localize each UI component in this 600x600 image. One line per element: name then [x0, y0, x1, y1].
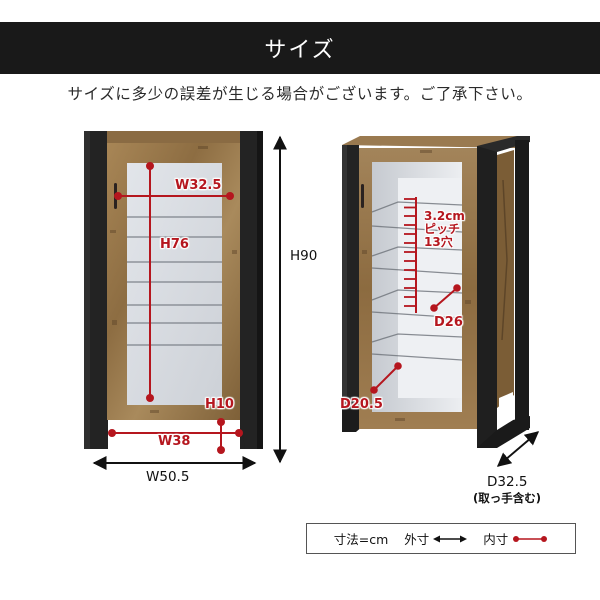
- legend-inner-label: 内寸: [483, 532, 509, 547]
- legend-unit: 寸法=cm: [333, 532, 389, 547]
- outer-arrow-icon: [433, 535, 468, 542]
- outer-depth-label: D32.5: [487, 474, 528, 490]
- legend-outer-label: 外寸: [404, 532, 430, 547]
- front-outer-height-label: H90: [290, 248, 318, 264]
- shelf-pitch-word: ピッチ: [424, 222, 461, 236]
- front-leg-height-label: H10: [205, 397, 234, 412]
- bottom-depth-label: D20.5: [340, 397, 383, 412]
- shelf-pitch-label: 3.2cm ピッチ 13穴: [424, 210, 465, 249]
- front-outer-width-label: W50.5: [146, 469, 190, 485]
- front-inner-width-bottom-label: W38: [158, 434, 191, 449]
- front-outer-dimensions: [92, 135, 287, 470]
- section-title: サイズ: [264, 38, 336, 63]
- size-tolerance-notice: サイズに多少の誤差が生じる場合がございます。ご了承下さい。: [67, 85, 533, 103]
- shelf-hole-count: 13穴: [424, 235, 453, 249]
- section-header: サイズ: [0, 22, 600, 74]
- front-inner-dimensions: [108, 162, 243, 454]
- side-inner-dimensions: [370, 197, 461, 394]
- front-inner-height-label: H76: [160, 237, 189, 252]
- shelf-depth-label: D26: [434, 315, 463, 330]
- inner-dot-line-icon: [513, 535, 548, 542]
- side-outer-dimensions: [496, 431, 540, 467]
- outer-depth-note: (取っ手含む): [473, 491, 542, 505]
- shelf-pitch-value: 3.2cm: [424, 209, 465, 223]
- front-inner-width-top-label: W32.5: [175, 178, 222, 193]
- dimension-legend: 寸法=cm 外寸 内寸: [306, 523, 576, 554]
- front-cabinet: [84, 131, 263, 449]
